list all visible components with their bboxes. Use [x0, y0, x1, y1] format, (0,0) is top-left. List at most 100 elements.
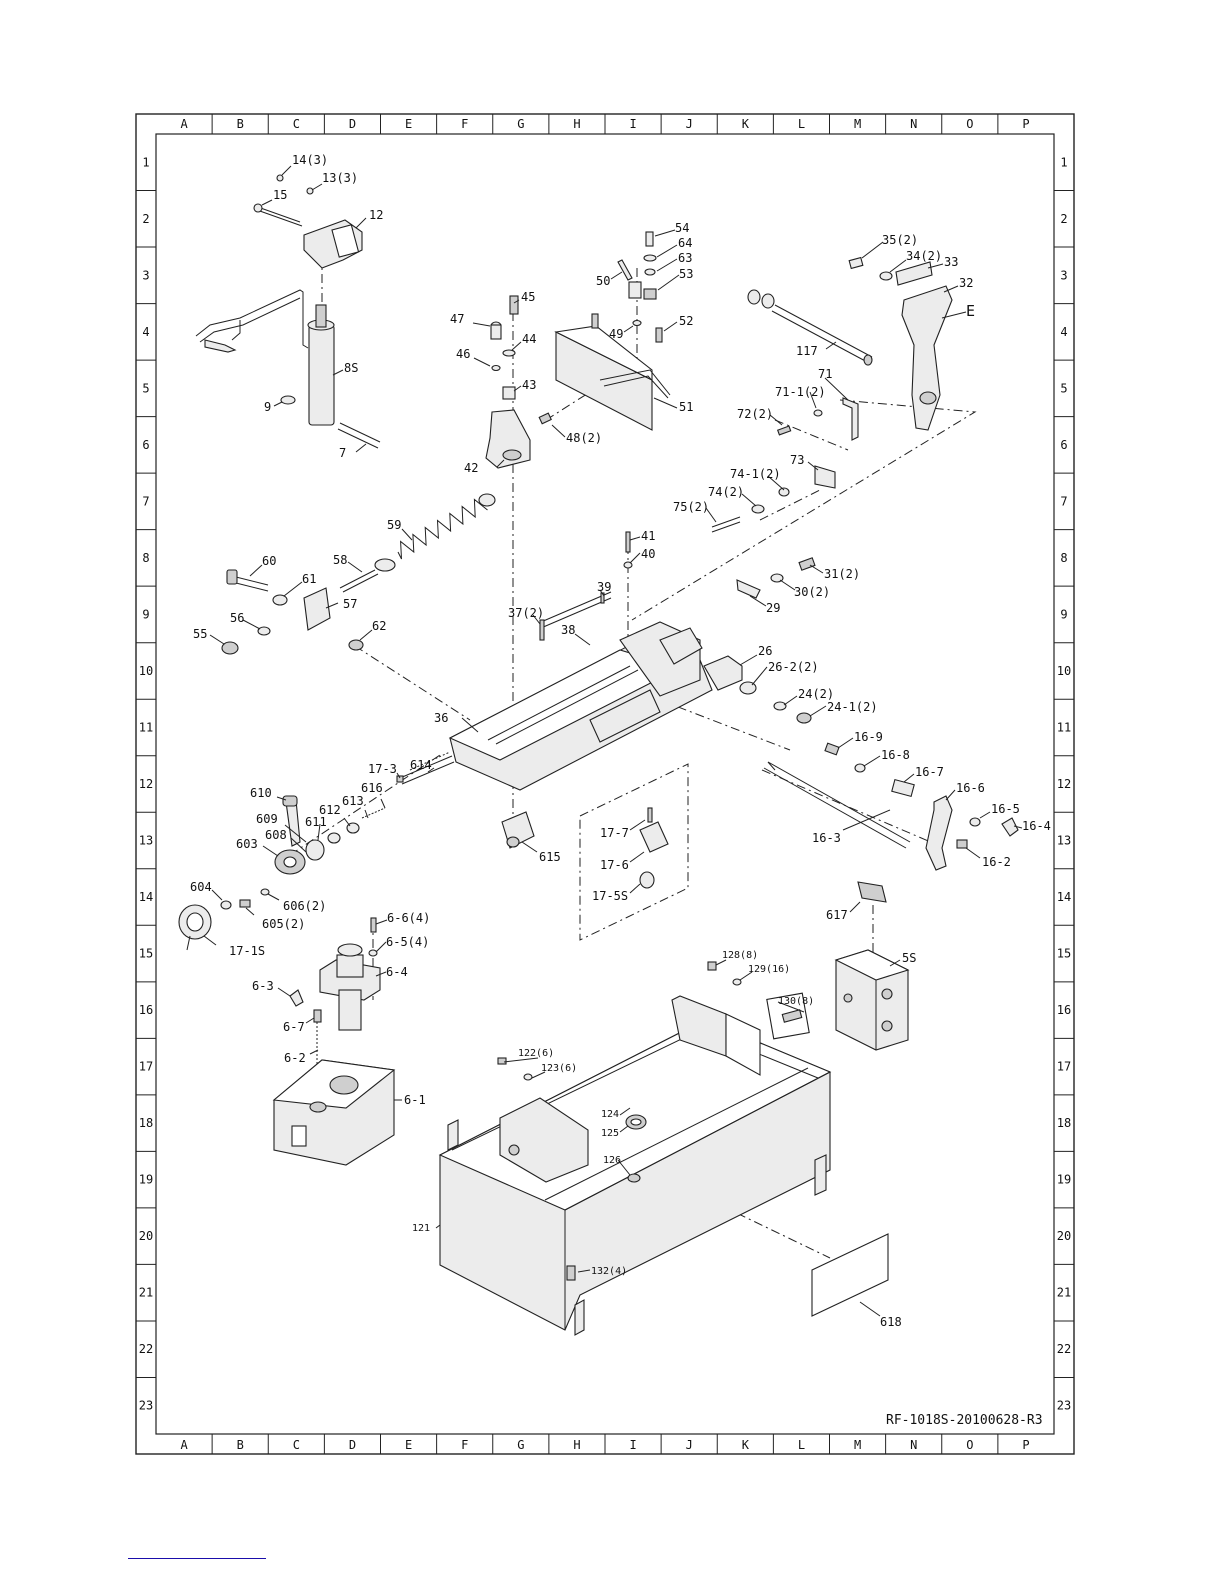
part-42-bracket-assembly: [485, 295, 552, 469]
callout-label: 611: [305, 815, 327, 829]
callout-label: 58: [333, 553, 347, 567]
callout-label: 36: [434, 711, 448, 725]
callout-label: 72(2): [737, 407, 773, 421]
callout-label: 130(8): [778, 996, 814, 1007]
callout-label: 16-6: [956, 781, 985, 795]
callout-label: 612: [319, 803, 341, 817]
callout-label: 29: [766, 601, 780, 615]
callout-label: 615: [539, 850, 561, 864]
callout-label: 24-1(2): [827, 700, 878, 714]
grid-row-label: 10: [139, 664, 153, 678]
callout-label: 41: [641, 529, 655, 543]
callout-label: 55: [193, 627, 207, 641]
callout-label: 52: [679, 314, 693, 328]
grid-row-label: 22: [139, 1342, 153, 1356]
grid-row-label: 14: [1057, 890, 1071, 904]
grid-column-label: G: [517, 1438, 524, 1452]
callout-label: 6-7: [283, 1020, 305, 1034]
grid-column-label: A: [180, 117, 188, 131]
callout-label: 16-8: [881, 748, 910, 762]
grid-column-label: K: [742, 117, 750, 131]
grid-row-label: 12: [139, 777, 153, 791]
callout-label: 125: [601, 1128, 619, 1139]
grid-row-label: 7: [142, 494, 149, 508]
callout-label: 605(2): [262, 917, 305, 931]
grid-column-label: E: [405, 117, 412, 131]
grid-column-label: N: [910, 1438, 917, 1452]
grid-row-label: 12: [1057, 777, 1071, 791]
callout-label: 64: [678, 236, 692, 250]
callout-label: 17-7: [600, 826, 629, 840]
grid-row-label: 17: [1057, 1060, 1071, 1074]
callout-label: 117: [796, 344, 818, 358]
grid-row-label: 2: [142, 212, 149, 226]
callout-label: 6-1: [404, 1093, 426, 1107]
part-618-label-plate: [811, 1233, 889, 1317]
footer-underline-link[interactable]: [128, 1558, 266, 1559]
callout-label: 45: [521, 290, 535, 304]
callout-label: 9: [264, 400, 271, 414]
callout-label: 39: [597, 580, 611, 594]
callout-label: 33: [944, 255, 958, 269]
grid-column-label: K: [742, 1438, 750, 1452]
grid-column-label: O: [966, 1438, 973, 1452]
drawing-border: [135, 113, 1075, 1455]
grid-row-label: 17: [139, 1060, 153, 1074]
leader-lines: [203, 165, 1023, 1273]
grid-column-label: D: [349, 117, 356, 131]
grid-row-label: 14: [139, 890, 153, 904]
callout-label: 128(8): [722, 950, 758, 961]
callout-label: 15: [273, 188, 287, 202]
callout-label: 6-5(4): [386, 935, 429, 949]
grid-row-label: 1: [1060, 155, 1067, 169]
callout-label: 129(16): [748, 964, 790, 975]
grid-row-label: 16: [1057, 1003, 1071, 1017]
callout-label: 604: [190, 880, 212, 894]
callout-label: 608: [265, 828, 287, 842]
grid-column-label: I: [629, 117, 636, 131]
part-59-spring-assembly: [221, 493, 496, 655]
grid-row-label: 23: [139, 1399, 153, 1413]
callout-label: 56: [230, 611, 244, 625]
callout-label: 31(2): [824, 567, 860, 581]
grid-column-label: P: [1022, 117, 1029, 131]
part-16-shaft-lever-assembly: [763, 742, 1019, 871]
callout-label: 17-3: [368, 762, 397, 776]
callout-label: 50: [596, 274, 610, 288]
grid-row-label: 4: [1060, 325, 1067, 339]
grid-row-label: 13: [139, 834, 153, 848]
grid-column-label: L: [798, 117, 805, 131]
grid-row-label: 13: [1057, 834, 1071, 848]
callout-label: 57: [343, 597, 357, 611]
grid-row-label: 23: [1057, 1399, 1071, 1413]
callout-label: 48(2): [566, 431, 602, 445]
callout-label: 121: [412, 1223, 430, 1234]
callout-label: 16-2: [982, 855, 1011, 869]
grid-column-label: E: [405, 1438, 412, 1452]
callout-label: 614: [410, 758, 432, 772]
grid-row-label: 7: [1060, 494, 1067, 508]
callout-label: 6-3: [252, 979, 274, 993]
grid-row-label: 16: [139, 1003, 153, 1017]
grid-column-label: L: [798, 1438, 805, 1452]
callout-label: 613: [342, 794, 364, 808]
callout-label: 16-7: [915, 765, 944, 779]
callout-label: 616: [361, 781, 383, 795]
callout-label: 12: [369, 208, 383, 222]
callout-label: 606(2): [283, 899, 326, 913]
callout-label: 35(2): [882, 233, 918, 247]
callout-label: 126: [603, 1155, 621, 1166]
grid-row-label: 18: [1057, 1116, 1071, 1130]
callout-label: 38: [561, 623, 575, 637]
grid-column-label: H: [573, 117, 580, 131]
callout-label: 7: [339, 446, 346, 460]
grid-column-label: C: [293, 1438, 300, 1452]
part-5s-control-box: [766, 881, 910, 1051]
grid-column-label: B: [237, 1438, 244, 1452]
callout-label: 132(4): [591, 1266, 627, 1277]
callout-label: 51: [679, 400, 693, 414]
grid-row-label: 19: [139, 1173, 153, 1187]
